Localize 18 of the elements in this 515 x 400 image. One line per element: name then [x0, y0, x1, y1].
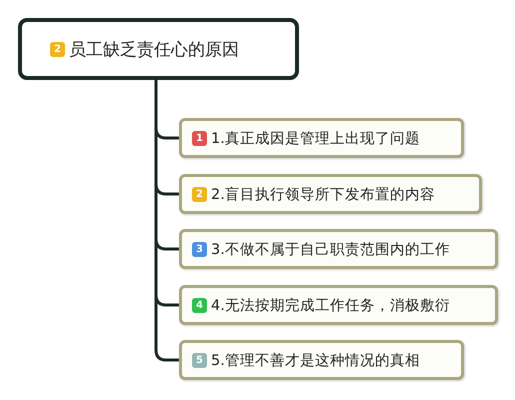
- subtopic-box: [179, 340, 464, 380]
- subtopic-text: 3.不做不属于自己职责范围内的工作: [211, 240, 450, 258]
- subtopic-text: 5.管理不善才是这种情况的真相: [211, 352, 420, 370]
- priority-badge: 4: [192, 298, 207, 312]
- topic-text: 员工缺乏责任心的原因: [69, 38, 239, 60]
- subtopic-text: 1.真正成因是管理上出现了问题: [211, 130, 420, 148]
- subtopic-box: [179, 229, 498, 269]
- priority-badge: 3: [192, 242, 207, 256]
- topic-box: [18, 18, 299, 80]
- subtopic-box: [179, 174, 482, 214]
- subtopic-box: [179, 118, 464, 158]
- priority-badge: 1: [192, 130, 207, 146]
- subtopic-box: [179, 285, 498, 325]
- subtopic-text: 2.盲目执行领导所下发布置的内容: [211, 186, 435, 204]
- priority-badge: 5: [192, 352, 207, 368]
- priority-badge: 2: [50, 42, 65, 56]
- priority-badge: 2: [192, 186, 207, 202]
- subtopic-text: 4.无法按期完成工作任务，消极敷衍: [211, 296, 450, 314]
